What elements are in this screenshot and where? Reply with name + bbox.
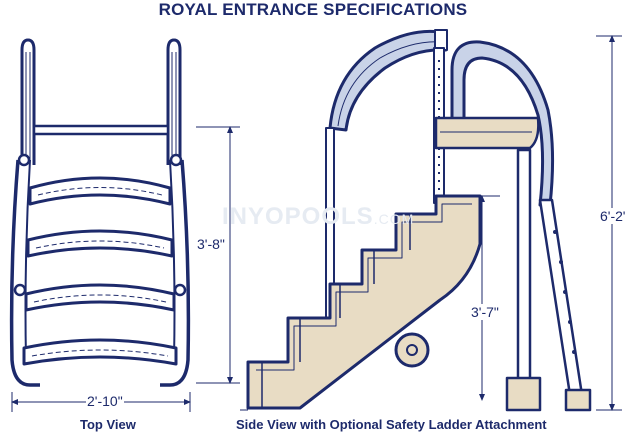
top-view-tread-4 bbox=[22, 338, 178, 366]
top-view-left-stringer bbox=[9, 159, 40, 387]
side-view-platform-bracket bbox=[434, 116, 540, 150]
top-view-tread-2 bbox=[26, 229, 174, 258]
watermark: INYOPOOLS.COM bbox=[222, 203, 415, 230]
top-view-tread-3 bbox=[24, 283, 176, 312]
top-view-width-dimension: 2'-10" bbox=[86, 393, 124, 409]
top-view-dimension-lines bbox=[11, 126, 240, 412]
top-view-left-handrail bbox=[20, 38, 36, 165]
side-view-port-circle bbox=[394, 332, 430, 368]
top-view-caption: Top View bbox=[80, 417, 136, 432]
side-view-caption: Side View with Optional Safety Ladder At… bbox=[236, 417, 547, 432]
top-view-height-dimension: 3'-8" bbox=[196, 236, 226, 252]
side-view-ladder-legs bbox=[505, 148, 592, 412]
side-view-step-height-dimension: 3'-7" bbox=[470, 304, 500, 320]
top-view-right-stringer bbox=[160, 159, 191, 387]
side-view-main-handrail bbox=[328, 29, 448, 132]
diagram-title: ROYAL ENTRANCE SPECIFICATIONS bbox=[158, 0, 468, 19]
side-view-overall-height-dimension: 6'-2" bbox=[599, 208, 626, 224]
top-view-crossbar bbox=[32, 124, 170, 136]
top-view-right-handrail bbox=[166, 38, 182, 165]
top-view-drawing bbox=[9, 38, 191, 387]
side-view-drawing bbox=[246, 29, 592, 412]
top-view-tread-1 bbox=[28, 176, 172, 206]
